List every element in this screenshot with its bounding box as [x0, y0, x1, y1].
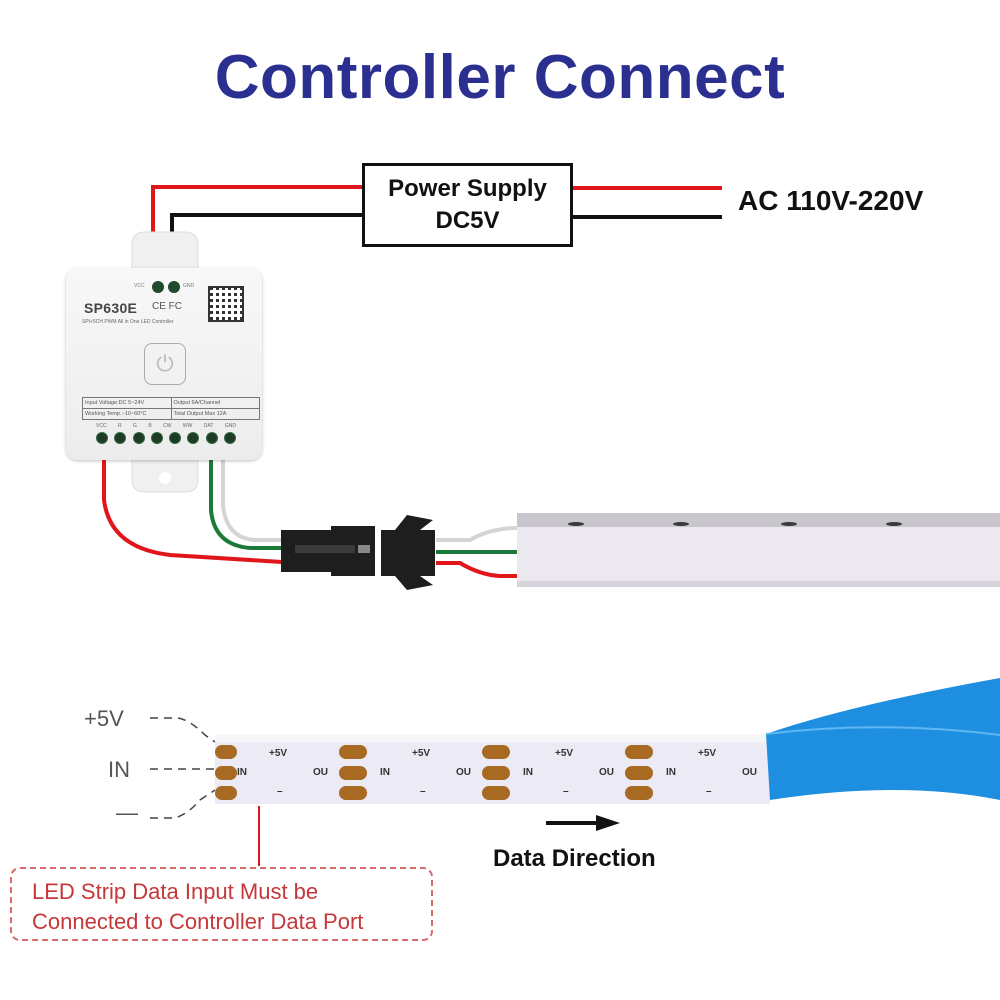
copper-pad: [215, 786, 237, 800]
output-terminals: [96, 432, 236, 444]
pin-label: G: [133, 423, 137, 429]
controller-spec-table: Input Voltage:DC 5~24V Output 6A/Channel…: [82, 397, 260, 420]
ac-input-label: AC 110V-220V: [738, 185, 924, 216]
pin-label: VCC: [96, 423, 107, 429]
copper-pad-minus: [625, 786, 653, 800]
terminal-b: [150, 432, 163, 444]
strip-wire-gnd: [436, 526, 519, 542]
copper-pad: [215, 745, 237, 759]
led-controller: VCC GND SP630E CE FC SPI+5CH PWM All in …: [66, 268, 262, 460]
controller-wire-gnd: [221, 458, 282, 542]
pad-label-plus5v: +5V: [555, 748, 574, 759]
pad-label-plus5v: +5V: [698, 748, 717, 759]
pad-label-minus: –: [277, 786, 283, 797]
terminal-vcc-out: [96, 432, 108, 444]
input-label-minus: —: [116, 800, 138, 825]
spec-cell: Working Temp.:-10~60°C: [83, 409, 172, 419]
pad-label-plus5v: +5V: [412, 748, 431, 759]
controller-wire-vcc: [102, 458, 283, 564]
terminal-ww: [187, 432, 200, 444]
controller-model: SP630E: [84, 300, 138, 316]
power-wire-negative: [170, 213, 362, 262]
controller-subtitle: SPI+5CH PWM All in One LED Controller: [82, 319, 174, 325]
power-supply-label: Power Supply: [388, 175, 547, 202]
qr-code-icon: [208, 286, 244, 322]
spec-cell: Total Output Max 12A: [173, 411, 227, 417]
power-icon: ⏻: [156, 351, 174, 376]
pin-label: CW: [163, 423, 172, 429]
pad-label-in: IN: [237, 767, 247, 778]
power-supply-box: Power Supply DC5V: [362, 163, 573, 247]
pad-label-minus: –: [706, 786, 712, 797]
pad-label-in: IN: [666, 767, 676, 778]
pin-label: WW: [182, 423, 193, 429]
terminal-label-vcc: VCC: [134, 283, 145, 289]
power-button[interactable]: ⏻: [144, 343, 186, 385]
pad-label-minus: –: [563, 786, 569, 797]
terminal-cw: [169, 432, 182, 444]
warning-note: LED Strip Data Input Must be Connected t…: [10, 867, 433, 941]
terminal-dat: [205, 432, 218, 444]
pad-label-out: OU: [599, 767, 614, 778]
copper-pad-data: [625, 766, 653, 780]
pad-label-in: IN: [380, 767, 390, 778]
terminal-g: [132, 432, 145, 444]
controller-mount-top: [131, 231, 199, 271]
spec-cell: Output 6A/Channel: [173, 400, 221, 406]
terminal-gnd-out: [223, 432, 236, 444]
pin-label: DAT: [203, 423, 214, 429]
spec-cell: Input Voltage:DC 5~24V: [83, 398, 172, 408]
pin-label: R: [117, 423, 122, 429]
pad-label-out: OU: [313, 767, 328, 778]
note-line-1: LED Strip Data Input Must be: [32, 879, 319, 904]
pad-label-in: IN: [523, 767, 533, 778]
spec-row: Input Voltage:DC 5~24V Output 6A/Channel: [83, 398, 259, 409]
spec-row: Working Temp.:-10~60°C Total Output Max …: [83, 409, 259, 419]
power-supply-voltage: DC5V: [435, 207, 500, 234]
pad-label-minus: –: [420, 786, 426, 797]
note-line-2: Connected to Controller Data Port: [32, 909, 364, 934]
pin-label: B: [148, 423, 152, 429]
page-title: Controller Connect: [214, 43, 786, 112]
strip-wire-vcc: [436, 561, 518, 578]
strip-backing-tape: [766, 678, 1000, 800]
copper-pad-minus: [482, 786, 510, 800]
terminal-label-gnd: GND: [183, 283, 195, 289]
connector-female: [381, 530, 435, 576]
copper-pad: [215, 766, 237, 780]
pad-label-plus5v: +5V: [269, 748, 288, 759]
output-pin-labels: VCC R G B CW WW DAT GND: [96, 423, 236, 429]
copper-pad-plus: [625, 745, 653, 759]
pin-label: GND: [224, 423, 236, 429]
pad-label-out: OU: [742, 767, 757, 778]
input-line-minus: [150, 789, 216, 819]
input-label-plus5v: +5V: [84, 706, 124, 731]
copper-pad-plus: [339, 745, 367, 759]
copper-pad-plus: [482, 745, 510, 759]
arrow-right-icon: [546, 815, 620, 831]
controller-certifications: CE FC: [152, 301, 182, 312]
controller-wire-data: [209, 458, 282, 550]
terminal-gnd: [168, 281, 180, 293]
pad-label-out: OU: [456, 767, 471, 778]
terminal-r: [114, 432, 127, 444]
copper-pad-data: [482, 766, 510, 780]
copper-pad-data: [339, 766, 367, 780]
input-line-plus5v: [150, 717, 216, 743]
copper-pad-minus: [339, 786, 367, 800]
input-label-in: IN: [108, 757, 130, 782]
terminal-vcc: [152, 281, 164, 293]
data-direction-label: Data Direction: [493, 845, 656, 872]
